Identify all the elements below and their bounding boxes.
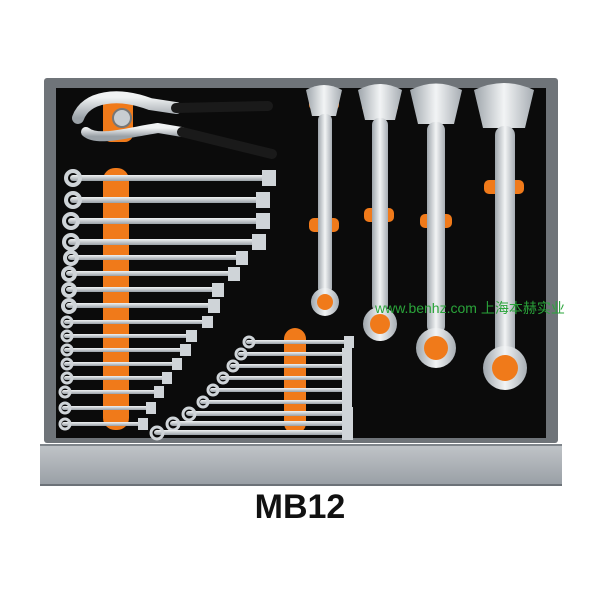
large-wrench-4 [474, 83, 534, 390]
middle-wrench-group [149, 335, 354, 441]
product-code-label: MB12 [254, 488, 346, 526]
large-wrench-1 [306, 85, 342, 316]
left-wrench-column [58, 169, 276, 431]
large-wrench-2 [358, 84, 402, 341]
large-wrench-3 [410, 83, 462, 368]
water-pump-pliers [72, 91, 277, 159]
drawer-front-lip [40, 444, 562, 486]
watermark-text: www.benhz.com 上海本赫实业 [375, 300, 565, 316]
